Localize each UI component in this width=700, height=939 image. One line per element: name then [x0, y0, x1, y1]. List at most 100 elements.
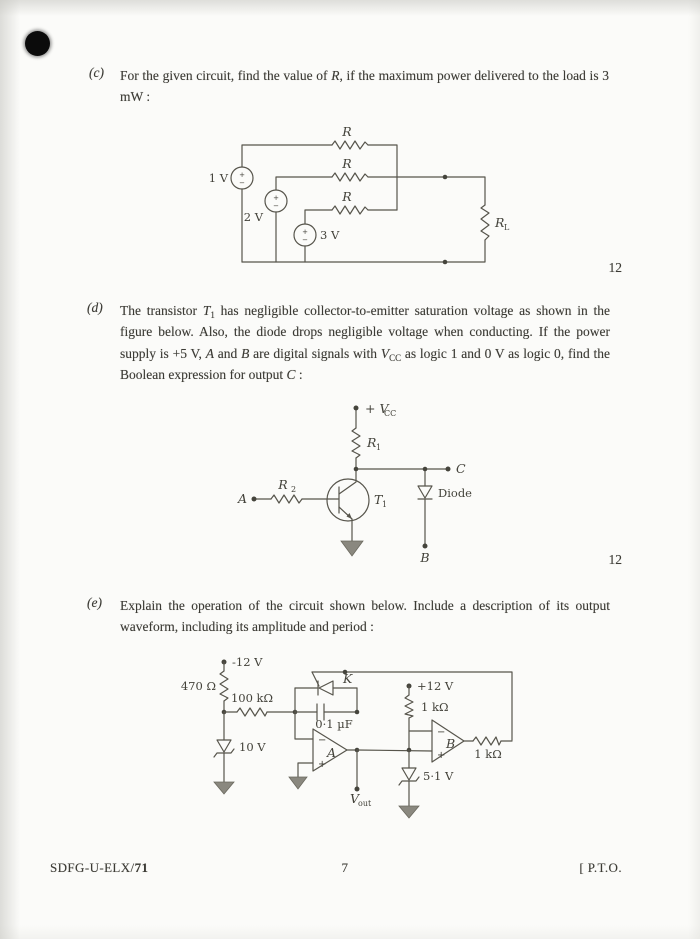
zener-10v-label: 10 V — [239, 740, 266, 754]
question-d-part: are digital signals with — [249, 345, 381, 361]
punch-hole-mark — [25, 31, 50, 56]
resistor-R2-sub: 2 — [291, 485, 296, 494]
input-a: A — [237, 491, 257, 506]
question-c-text: For the given circuit, find the value of… — [120, 65, 609, 108]
ground-symbol — [341, 541, 363, 556]
junction-dot — [442, 174, 448, 180]
circuit-c-figure: R R R R L + − 1 V + − 2 V + — [209, 124, 510, 265]
voltage-source-2v: + − 2 V — [244, 190, 287, 224]
question-d-part: as logic 1 and 0 V as logic 0, find the … — [120, 345, 610, 383]
transistor-T1-label: T — [374, 492, 384, 507]
ground-symbol — [289, 777, 307, 789]
var-T1: T — [202, 303, 211, 318]
footer-pto: [ P.T.O. — [579, 860, 622, 875]
resistor-R-middle-label: R — [341, 156, 351, 171]
resistor-R-middle: R — [332, 156, 368, 181]
footer-paper-code-text: SDFG-U-ELX/ — [50, 860, 135, 875]
terminal-dot-a — [251, 496, 257, 502]
marks-c: 12 — [608, 260, 623, 275]
resistor-RL-label: R — [494, 215, 504, 230]
vout-terminal: V out — [350, 750, 372, 808]
question-e-text: Explain the operation of the circuit sho… — [120, 598, 610, 635]
resistor-R1-sub: 1 — [376, 443, 381, 452]
terminal-dot-vout — [354, 786, 360, 792]
pos12-label: +12 V — [417, 679, 454, 693]
source-3v-label: 3 V — [320, 228, 340, 242]
plus-sign: + — [239, 171, 245, 179]
var-C: C — [286, 367, 296, 383]
var-A: A — [205, 345, 214, 361]
opamp-a-inv-sign: − — [318, 735, 326, 746]
resistor-R-bottom-label: R — [341, 189, 351, 204]
junction-dot — [342, 669, 348, 675]
input-b-label: B — [419, 550, 429, 565]
terminal-dot-b — [422, 543, 428, 549]
output-c: C — [445, 461, 466, 476]
ground-symbol — [214, 782, 234, 794]
capacitor-01uf: 0·1 µF — [295, 704, 357, 731]
diode-k-label: K — [342, 671, 353, 686]
resistor-RL: R L — [481, 205, 510, 240]
plus-sign: + — [302, 228, 308, 236]
footer-paper-code-number: 71 — [134, 860, 149, 875]
zener-51v-label: 5·1 V — [423, 769, 454, 783]
resistor-R2-label: R — [277, 477, 287, 492]
diode-symbol: Diode — [418, 486, 472, 500]
footer-paper-code: SDFG-U-ELX/71 — [50, 860, 148, 876]
opamp-a-label: A — [326, 745, 336, 760]
capacitor-label: 0·1 µF — [315, 717, 352, 731]
vcc-label-sub: CC — [384, 409, 396, 418]
var-B: B — [241, 345, 250, 361]
resistor-R-top-label: R — [341, 124, 351, 139]
interstage-wire — [357, 750, 432, 751]
terminal-dot-vcc — [353, 405, 359, 411]
var-Vcc: V — [380, 345, 390, 361]
minus-sign: − — [273, 202, 279, 210]
question-d-part: : — [295, 367, 303, 383]
opamp-b-label: B — [445, 736, 455, 751]
circuit-d-figure: + V CC R 1 A R 2 T 1 — [237, 401, 472, 565]
opamp-a-noninv-sign: + — [318, 759, 326, 770]
question-c-label: (c) — [89, 65, 104, 80]
var-Vcc-sub: CC — [389, 352, 402, 363]
neg12-label: -12 V — [232, 655, 263, 669]
resistor-R1-label: R — [366, 435, 376, 450]
ground-symbol — [399, 806, 419, 818]
pos-supply-branch: +12 V 1 kΩ 5·1 V — [399, 679, 454, 818]
resistor-1k-out-label: 1 kΩ — [474, 747, 501, 761]
question-d-part: has negligible collector-to-emitter satu… — [120, 303, 611, 361]
voltage-source-1v: + − 1 V — [209, 167, 253, 189]
marks-d: 12 — [608, 552, 623, 567]
zener-51v: 5·1 V — [399, 768, 454, 785]
resistor-1k-ref-label: 1 kΩ — [421, 700, 448, 714]
resistor-R2: R 2 — [271, 477, 302, 503]
resistor-R-top: R — [332, 124, 368, 149]
junction-dot — [422, 466, 428, 472]
voltage-source-3v: + − 3 V — [294, 224, 340, 246]
input-b: B — [419, 543, 430, 565]
transistor-T1: T 1 — [327, 479, 387, 541]
source-1v-label: 1 V — [209, 171, 229, 185]
resistor-1k-out: 1 kΩ — [473, 737, 512, 761]
question-d-text: The transistor T1 has negligible collect… — [120, 300, 610, 386]
resistor-470-label: 470 Ω — [181, 679, 216, 693]
resistor-RL-sub: L — [504, 223, 510, 232]
junction-dot — [354, 709, 360, 715]
resistor-1k-ref — [405, 695, 413, 718]
resistor-100k: 100 kΩ — [224, 691, 295, 716]
question-d-label: (d) — [87, 300, 103, 315]
question-c-part: For the given circuit, find the value of — [120, 68, 332, 83]
resistor-R-bottom: R — [332, 189, 368, 214]
question-c-part: , if the maximum power delivered to the … — [120, 68, 609, 105]
zener-10v: 10 V — [214, 740, 266, 757]
opamp-b-noninv-sign: + — [437, 750, 445, 761]
opamp-b-inv-sign: − — [437, 727, 445, 738]
terminal-dot-c — [445, 466, 451, 472]
question-d-part: The transistor — [120, 303, 203, 318]
junction-dot — [353, 466, 359, 472]
vcc-label: + V — [365, 401, 390, 416]
var-T1-sub: 1 — [210, 310, 215, 320]
emitter-arrow — [346, 513, 352, 519]
transistor-T1-sub: 1 — [382, 500, 387, 509]
